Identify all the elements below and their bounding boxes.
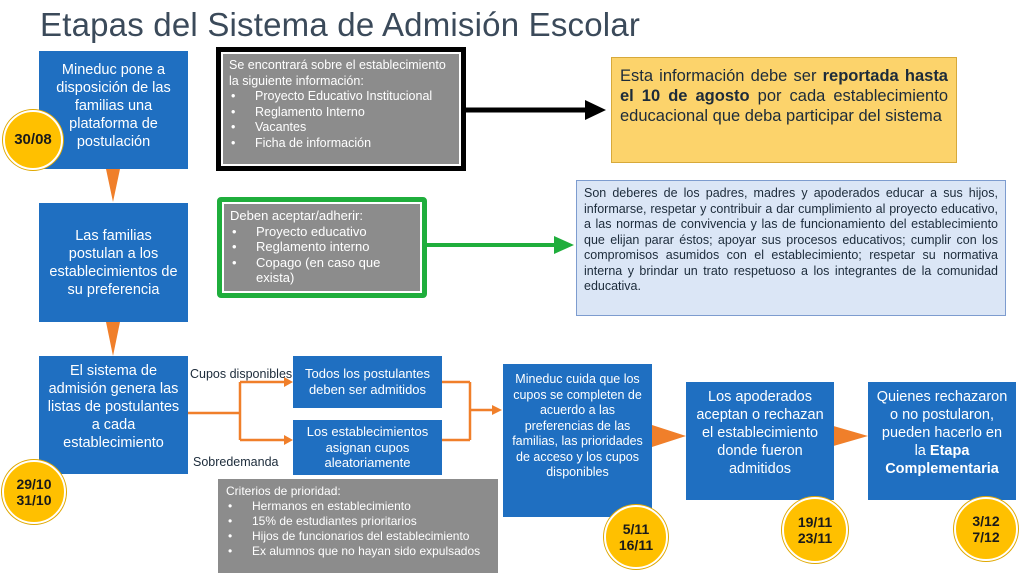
info-grey-intro: Se encontrará sobre el establecimiento l… xyxy=(229,58,446,88)
adhere-grey-item: Proyecto educativo xyxy=(230,224,414,240)
date-badge-2-line1: 29/10 xyxy=(16,476,52,492)
priority-criteria-item: Ex alumnos que no hayan sido expulsados xyxy=(226,544,490,559)
report-deadline-text-1: Esta información debe ser xyxy=(620,67,823,85)
split-connector xyxy=(188,377,293,445)
date-badge-3-line1: 5/11 xyxy=(622,521,650,537)
complementary-stage-content: Quienes rechazaron o no postularon, pued… xyxy=(876,388,1008,478)
adhere-frame-green: Deben aceptar/adherir: Proyecto educativ… xyxy=(217,197,427,298)
adhere-grey-list: Proyecto educativo Reglamento interno Co… xyxy=(230,224,414,286)
complementary-stage-text: Quienes rechazaron o no postularon, pued… xyxy=(876,389,1008,459)
date-badge-2: 29/10 31/10 xyxy=(2,460,66,524)
step-system-box: El sistema de admisión genera las listas… xyxy=(39,356,188,474)
date-badge-4: 19/11 23/11 xyxy=(782,497,848,563)
priority-criteria-item: Hermanos en establecimiento xyxy=(226,499,490,514)
date-badge-1-text: 30/08 xyxy=(14,131,52,148)
info-grey-item: Proyecto Educativo Institucional xyxy=(229,89,453,105)
arrow-to-duties-box xyxy=(426,236,574,254)
priority-criteria-box: Criterios de prioridad: Hermanos en esta… xyxy=(218,479,498,573)
date-badge-5-line2: 7/12 xyxy=(972,529,1000,545)
info-grey-list: Proyecto Educativo Institucional Reglame… xyxy=(229,89,453,151)
adhere-grey-item: Reglamento interno xyxy=(230,239,414,255)
arrow-down-1 xyxy=(106,169,120,202)
date-badge-3: 5/11 16/11 xyxy=(604,505,668,569)
step-families-box: Las familias postulan a los establecimie… xyxy=(39,203,188,322)
date-badge-2-line2: 31/10 xyxy=(16,492,52,508)
info-frame-black: Se encontrará sobre el establecimiento l… xyxy=(216,47,466,171)
report-deadline-bold: reportada hasta el 10 de agosto xyxy=(620,67,948,105)
guardians-accept-text: Los apoderados aceptan o rechazan el est… xyxy=(696,389,824,477)
complementary-stage-bold: Etapa Complementaria xyxy=(885,443,999,477)
step-platform-box: Mineduc pone a disposición de las famili… xyxy=(39,51,188,169)
arrow-down-2 xyxy=(106,322,120,356)
report-deadline-box: Esta información debe ser reportada hast… xyxy=(611,57,957,163)
step-system-text: El sistema de admisión genera las listas… xyxy=(47,363,180,451)
date-badge-5: 3/12 7/12 xyxy=(954,497,1018,561)
priority-criteria-list: Hermanos en establecimiento 15% de estud… xyxy=(226,499,490,559)
date-badge-4-line2: 23/11 xyxy=(797,530,833,546)
label-sobredemanda: Sobredemanda xyxy=(193,455,279,469)
info-grey-item: Ficha de información xyxy=(229,136,453,152)
random-assign-box: Los establecimientos asignan cupos aleat… xyxy=(293,420,442,475)
arrow-to-yellow-box xyxy=(465,100,606,120)
arrow-right-2 xyxy=(830,425,868,447)
priority-criteria-item: 15% de estudiantes prioritarios xyxy=(226,514,490,529)
parent-duties-text: Son deberes de los padres, madres y apod… xyxy=(584,186,998,293)
label-cupos-disponibles: Cupos disponibles xyxy=(190,367,293,381)
info-grey-item: Reglamento Interno xyxy=(229,105,453,121)
info-grey-item: Vacantes xyxy=(229,120,453,136)
all-admitted-box: Todos los postulantes deben ser admitido… xyxy=(293,356,442,408)
random-assign-text: Los establecimientos asignan cupos aleat… xyxy=(306,424,429,471)
step-platform-text: Mineduc pone a disposición de las famili… xyxy=(56,62,171,150)
adhere-grey-box: Deben aceptar/adherir: Proyecto educativ… xyxy=(224,204,420,291)
arrow-right-1 xyxy=(652,425,686,447)
priority-criteria-item: Hijos de funcionarios del establecimient… xyxy=(226,529,490,544)
complementary-stage-box: Quienes rechazaron o no postularon, pued… xyxy=(868,382,1016,500)
date-badge-4-line1: 19/11 xyxy=(797,514,833,530)
priority-criteria-intro: Criterios de prioridad: xyxy=(226,484,341,498)
date-badge-3-line2: 16/11 xyxy=(618,537,654,553)
merge-connector xyxy=(442,380,502,442)
step-families-text: Las familias postulan a los establecimie… xyxy=(49,227,178,298)
page-title: Etapas del Sistema de Admisión Escolar xyxy=(40,6,641,43)
report-deadline-text-2: por cada establecimiento educacional que… xyxy=(620,87,948,125)
mineduc-oversight-text: Mineduc cuida que los cupos se completen… xyxy=(512,372,643,479)
all-admitted-text: Todos los postulantes deben ser admitido… xyxy=(304,366,431,397)
mineduc-oversight-box: Mineduc cuida que los cupos se completen… xyxy=(503,364,652,517)
info-grey-box: Se encontrará sobre el establecimiento l… xyxy=(223,54,459,164)
guardians-accept-box: Los apoderados aceptan o rechazan el est… xyxy=(686,382,834,500)
date-badge-5-line1: 3/12 xyxy=(972,513,1000,529)
adhere-grey-intro: Deben aceptar/adherir: xyxy=(230,208,363,223)
parent-duties-box: Son deberes de los padres, madres y apod… xyxy=(576,180,1006,316)
date-badge-1: 30/08 xyxy=(3,110,63,170)
adhere-grey-item: Copago (en caso que exista) xyxy=(230,255,414,286)
